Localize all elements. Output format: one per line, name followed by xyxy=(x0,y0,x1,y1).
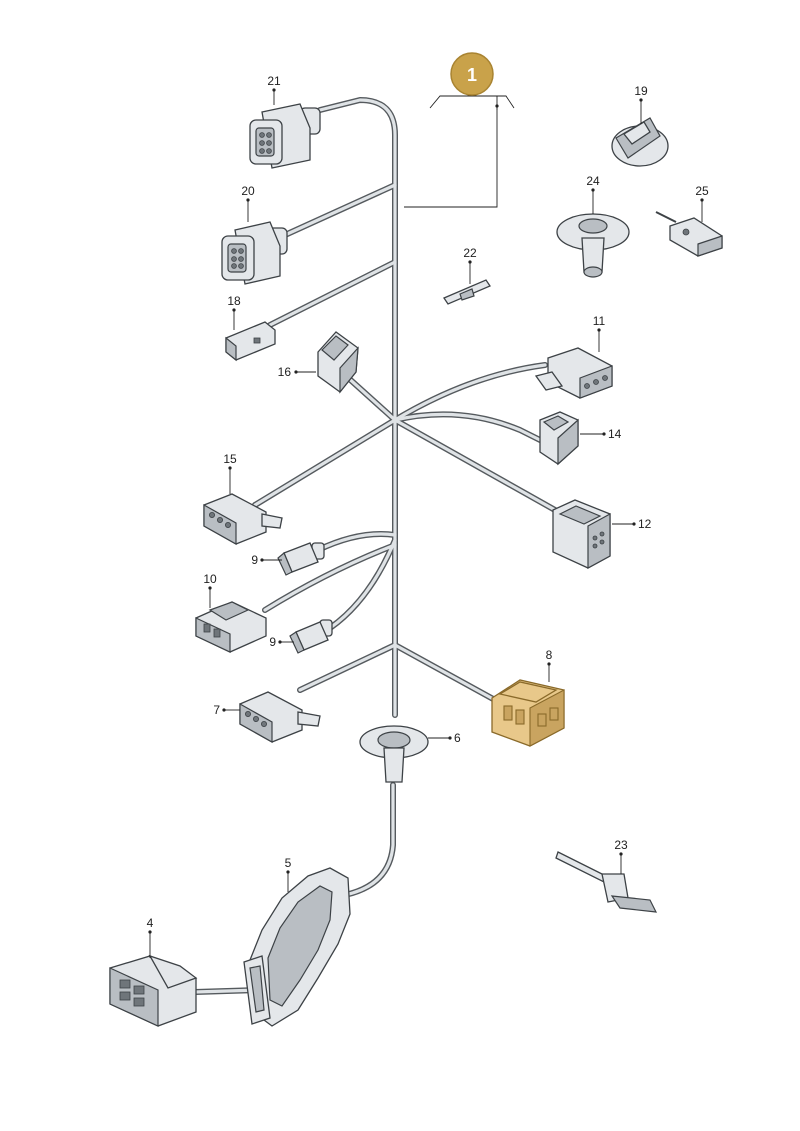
callout-7: 7 xyxy=(213,703,220,717)
wire-outline xyxy=(392,411,543,443)
wire-core xyxy=(393,412,542,442)
callout-11: 11 xyxy=(593,314,606,328)
wire-core xyxy=(253,418,397,507)
connector-15 xyxy=(203,493,283,546)
grommet-6 xyxy=(359,725,429,783)
callout-14: 14 xyxy=(608,427,622,441)
callout-20: 20 xyxy=(241,184,255,198)
connector-18 xyxy=(225,321,276,362)
connector-11 xyxy=(534,347,613,399)
wire-core xyxy=(318,98,397,717)
part-number-badge[interactable]: 1 xyxy=(450,52,494,96)
callout-16: 16 xyxy=(278,365,292,379)
grommet-19 xyxy=(611,117,669,167)
boot-5 xyxy=(243,867,351,1027)
wire-core xyxy=(343,783,395,897)
callout-8: 8 xyxy=(546,648,553,662)
wire-core xyxy=(298,643,397,692)
wire-core xyxy=(328,538,397,630)
callout-21: 21 xyxy=(267,74,281,88)
clip-22 xyxy=(443,279,491,305)
wire-core xyxy=(263,543,397,612)
wire-core xyxy=(316,532,397,552)
callout-19: 19 xyxy=(634,84,648,98)
badge-label: 1 xyxy=(467,65,477,85)
harness-wires xyxy=(192,97,558,995)
callout-24: 24 xyxy=(586,174,600,188)
wire-core xyxy=(393,643,497,702)
callout-12: 12 xyxy=(638,517,652,531)
wire-outline xyxy=(342,782,396,898)
wire-outline xyxy=(327,537,398,631)
connector-14 xyxy=(539,411,579,466)
callout-9-lower: 9 xyxy=(269,635,276,649)
clip-25 xyxy=(655,211,723,257)
callout-5: 5 xyxy=(285,856,292,870)
connector-12 xyxy=(552,499,611,570)
connector-16 xyxy=(317,331,359,394)
wire-core xyxy=(268,260,397,327)
connector-8-highlighted[interactable] xyxy=(491,679,565,747)
wire-core xyxy=(393,418,557,512)
wire-outline xyxy=(392,362,548,423)
connector-10 xyxy=(195,601,267,653)
callout-4: 4 xyxy=(147,916,154,930)
callout-23: 23 xyxy=(614,838,628,852)
connector-9-lower xyxy=(289,619,333,654)
leader-lines xyxy=(148,88,704,958)
callout-10: 10 xyxy=(203,572,217,586)
callout-15: 15 xyxy=(223,452,237,466)
callout-6: 6 xyxy=(454,731,461,745)
connector-4 xyxy=(109,954,198,1027)
wire-core xyxy=(343,373,397,422)
callout-18: 18 xyxy=(227,294,241,308)
callout-22: 22 xyxy=(463,246,477,260)
callout-labels: 21 20 18 16 15 9 10 9 7 6 5 4 8 12 14 11… xyxy=(147,74,709,930)
grommet-24 xyxy=(556,213,630,278)
callout-25: 25 xyxy=(695,184,709,198)
connector-7 xyxy=(239,691,321,744)
connector-21 xyxy=(249,103,321,169)
wire-core xyxy=(393,363,547,422)
cable-tie-23 xyxy=(555,851,658,913)
connector-9-upper xyxy=(277,542,325,576)
callout-9-upper: 9 xyxy=(251,553,258,567)
connector-20 xyxy=(221,221,288,285)
wire-core xyxy=(283,183,397,237)
